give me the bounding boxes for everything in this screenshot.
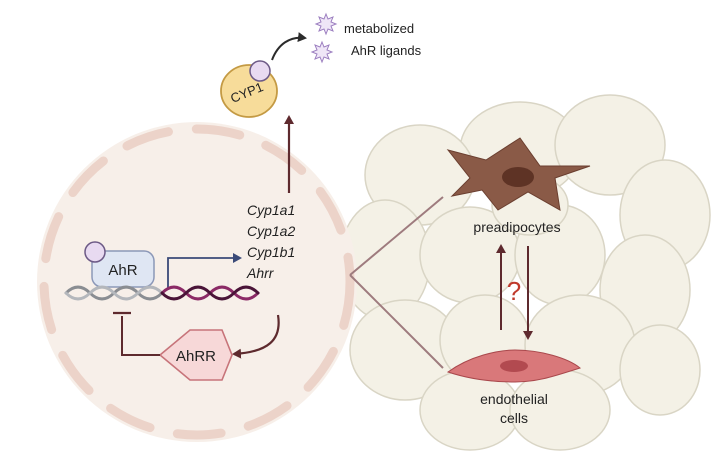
ahr-label: AhR bbox=[108, 262, 137, 279]
gene-label: Cyp1a1 bbox=[247, 202, 295, 218]
preadipocytes-label: preadipocytes bbox=[473, 219, 560, 235]
endothelial-label-line2: cells bbox=[500, 410, 528, 426]
gene-label: Ahrr bbox=[246, 265, 275, 281]
nucleus bbox=[37, 122, 357, 442]
endothelial-nucleus bbox=[500, 360, 528, 372]
cyp1-enzyme: CYP1 bbox=[220, 60, 278, 118]
ahrr-label: AhRR bbox=[176, 348, 216, 365]
metabolism-arrow bbox=[271, 32, 307, 61]
question-mark: ? bbox=[507, 276, 521, 306]
gene-label: Cyp1b1 bbox=[247, 244, 295, 260]
gene-label: Cyp1a2 bbox=[247, 223, 295, 239]
ahr-ligand-circle bbox=[84, 241, 106, 263]
endothelial-label-line1: endothelial bbox=[480, 391, 548, 407]
metabolized-label-line2: AhR ligands bbox=[351, 43, 422, 58]
preadipocyte-cell bbox=[446, 137, 591, 211]
preadipocyte-nucleus bbox=[502, 167, 534, 187]
ahr-receptor: AhR bbox=[84, 241, 155, 288]
gene-list: Cyp1a1 Cyp1a2 Cyp1b1 Ahrr bbox=[246, 202, 295, 281]
metabolized-label-line1: metabolized bbox=[344, 21, 414, 36]
transcription-arrow bbox=[167, 253, 242, 290]
metabolized-ligand-star-icon bbox=[310, 12, 338, 64]
ahrr-repressor: AhRR bbox=[158, 329, 233, 381]
endothelial-cell bbox=[446, 349, 582, 383]
ahrr-induction-arrow bbox=[232, 314, 280, 359]
zoom-lines bbox=[349, 196, 444, 369]
adipose-tissue bbox=[339, 94, 711, 451]
cyp1-ligand-circle bbox=[249, 60, 271, 82]
ahrr-inhibition-line bbox=[121, 316, 160, 356]
dna-helix bbox=[64, 285, 260, 301]
